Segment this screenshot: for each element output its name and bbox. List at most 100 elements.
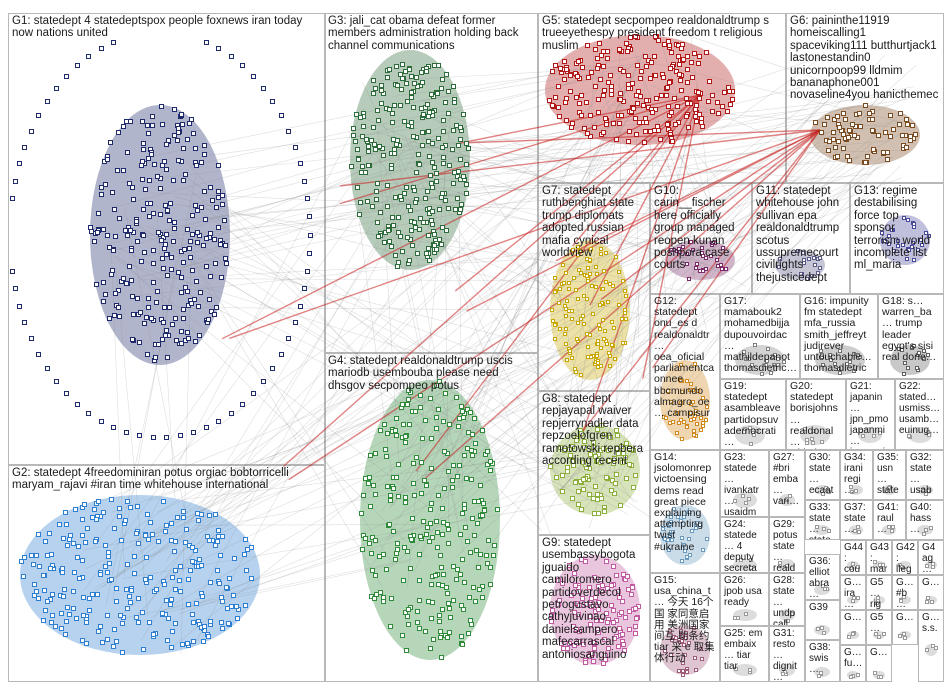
node [136,541,141,547]
node [438,635,444,641]
node [278,113,284,119]
node [401,545,407,551]
node [447,605,453,611]
node [452,99,458,105]
node [120,275,126,281]
node [630,484,636,490]
node [460,173,466,179]
node [362,535,368,541]
node [685,66,691,72]
node [140,176,146,182]
node [926,234,931,239]
node [109,577,115,583]
node [585,75,591,81]
node [846,634,851,639]
node [856,111,862,117]
node [52,624,58,630]
node [141,206,147,212]
node [565,469,571,475]
node [110,268,116,274]
node [403,185,409,191]
node [132,553,138,559]
node [393,550,399,556]
node [605,342,610,347]
node [365,148,371,154]
node [427,645,433,651]
node [44,99,50,105]
node [455,566,461,572]
node [111,248,116,254]
node [428,615,434,621]
node [587,491,593,497]
node [455,195,461,201]
node [459,634,465,640]
node [416,162,422,168]
node [604,55,610,61]
node [616,269,621,274]
node [667,66,673,72]
node [86,595,92,601]
node [851,132,857,138]
node [454,576,460,582]
node [573,287,578,292]
node [479,427,485,433]
node [436,135,442,141]
node [596,109,602,115]
node [207,619,213,625]
node [463,161,469,167]
node [89,591,95,597]
node [370,535,376,540]
node [897,121,903,127]
node [118,537,124,543]
node [571,643,577,649]
node [394,83,400,89]
node [155,539,161,544]
node [79,558,85,564]
cluster-g11: G11: statedept whitehouse john sullivan … [752,183,850,294]
node [213,260,219,266]
node [113,639,119,645]
node [185,640,191,646]
node [832,117,838,123]
node [416,597,422,603]
node [675,103,681,109]
node [410,104,416,110]
cluster-label: G18: s… warren_ba… trump leader egypt's … [882,295,937,364]
node [393,252,399,258]
node [154,288,160,294]
node [165,208,171,214]
node [461,579,467,585]
node [863,103,869,109]
node [394,474,400,480]
cluster-g28: G28: state… undp call… [769,573,805,626]
node [474,548,480,554]
node [59,566,65,572]
node [111,525,117,531]
node [627,129,633,135]
node [181,246,187,252]
node [616,626,622,631]
cluster-g36: G36: elliot abra… [805,554,840,600]
node [215,188,221,194]
node [61,536,67,542]
node [171,219,177,225]
node [129,278,135,284]
node [411,133,417,139]
node [60,594,66,600]
node [393,557,399,563]
node [17,303,23,309]
node [447,163,453,169]
node [178,564,184,570]
node [572,480,578,486]
node [95,628,101,634]
node [624,48,630,54]
node [241,552,247,558]
node [685,669,689,674]
node [587,333,592,338]
node [419,459,425,465]
node [837,124,843,130]
node [193,547,199,553]
node [102,542,108,548]
node [442,449,448,455]
node [598,303,603,308]
